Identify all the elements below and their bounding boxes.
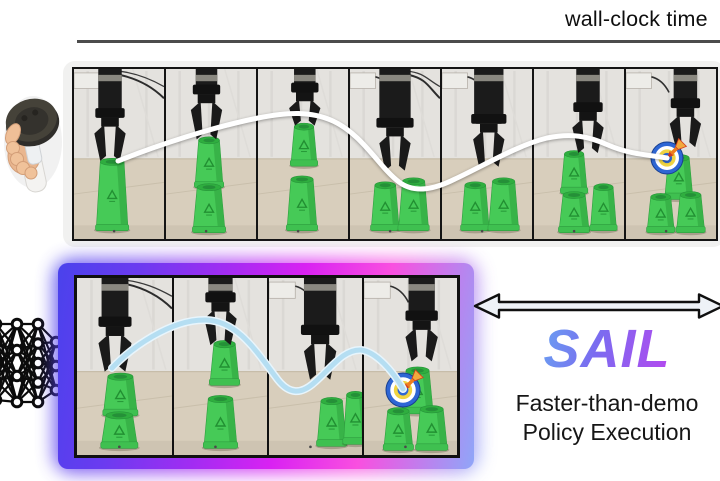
demo-frame-1 [72, 67, 166, 241]
robot-frame-illustration [174, 278, 267, 455]
double-headed-arrow-icon [473, 293, 720, 319]
robot-frame-illustration [350, 69, 440, 239]
demo-frame-3 [256, 67, 350, 241]
robot-frame-illustration [269, 278, 362, 455]
green-cups [315, 391, 362, 450]
robot-frame-illustration [77, 278, 172, 455]
sail-subtitle: Faster-than-demo Policy Execution [478, 389, 720, 448]
robot-arm [669, 69, 702, 148]
robot-frame-illustration [166, 69, 256, 239]
demo-frame-4 [348, 67, 442, 241]
neural-network-icon [0, 316, 66, 410]
wallclock-time-label: wall-clock time [565, 7, 708, 31]
demonstration-row [63, 61, 720, 247]
demo-frames-strip [72, 67, 718, 241]
policy-frame-2 [172, 278, 267, 455]
hand-teleop-icon [0, 90, 64, 198]
demo-frame-7 [624, 67, 718, 241]
demo-frame-5 [440, 67, 534, 241]
robot-frame-illustration [74, 69, 164, 239]
demo-frame-2 [164, 67, 258, 241]
robot-arm [405, 278, 438, 362]
neural-network-icon [0, 317, 63, 409]
policy-frames-strip [74, 275, 460, 458]
policy-row [54, 259, 478, 473]
robot-frame-illustration [626, 69, 716, 239]
policy-frame-3 [267, 278, 362, 455]
green-cups [369, 177, 431, 234]
policy-frame-4 [362, 278, 457, 455]
sail-title: SAIL [494, 318, 720, 380]
timeline-line [77, 40, 720, 43]
robot-frame-illustration [534, 69, 624, 239]
robot-frame-illustration [258, 69, 348, 239]
policy-frame-1 [77, 278, 172, 455]
hand-with-teleop-puck-icon [4, 96, 62, 193]
robot-frame-illustration [442, 69, 532, 239]
demo-frame-6 [532, 67, 626, 241]
sail-subtitle-line1: Faster-than-demo [515, 390, 699, 416]
robot-frame-illustration [364, 278, 457, 455]
sail-subtitle-line2: Policy Execution [522, 419, 692, 446]
